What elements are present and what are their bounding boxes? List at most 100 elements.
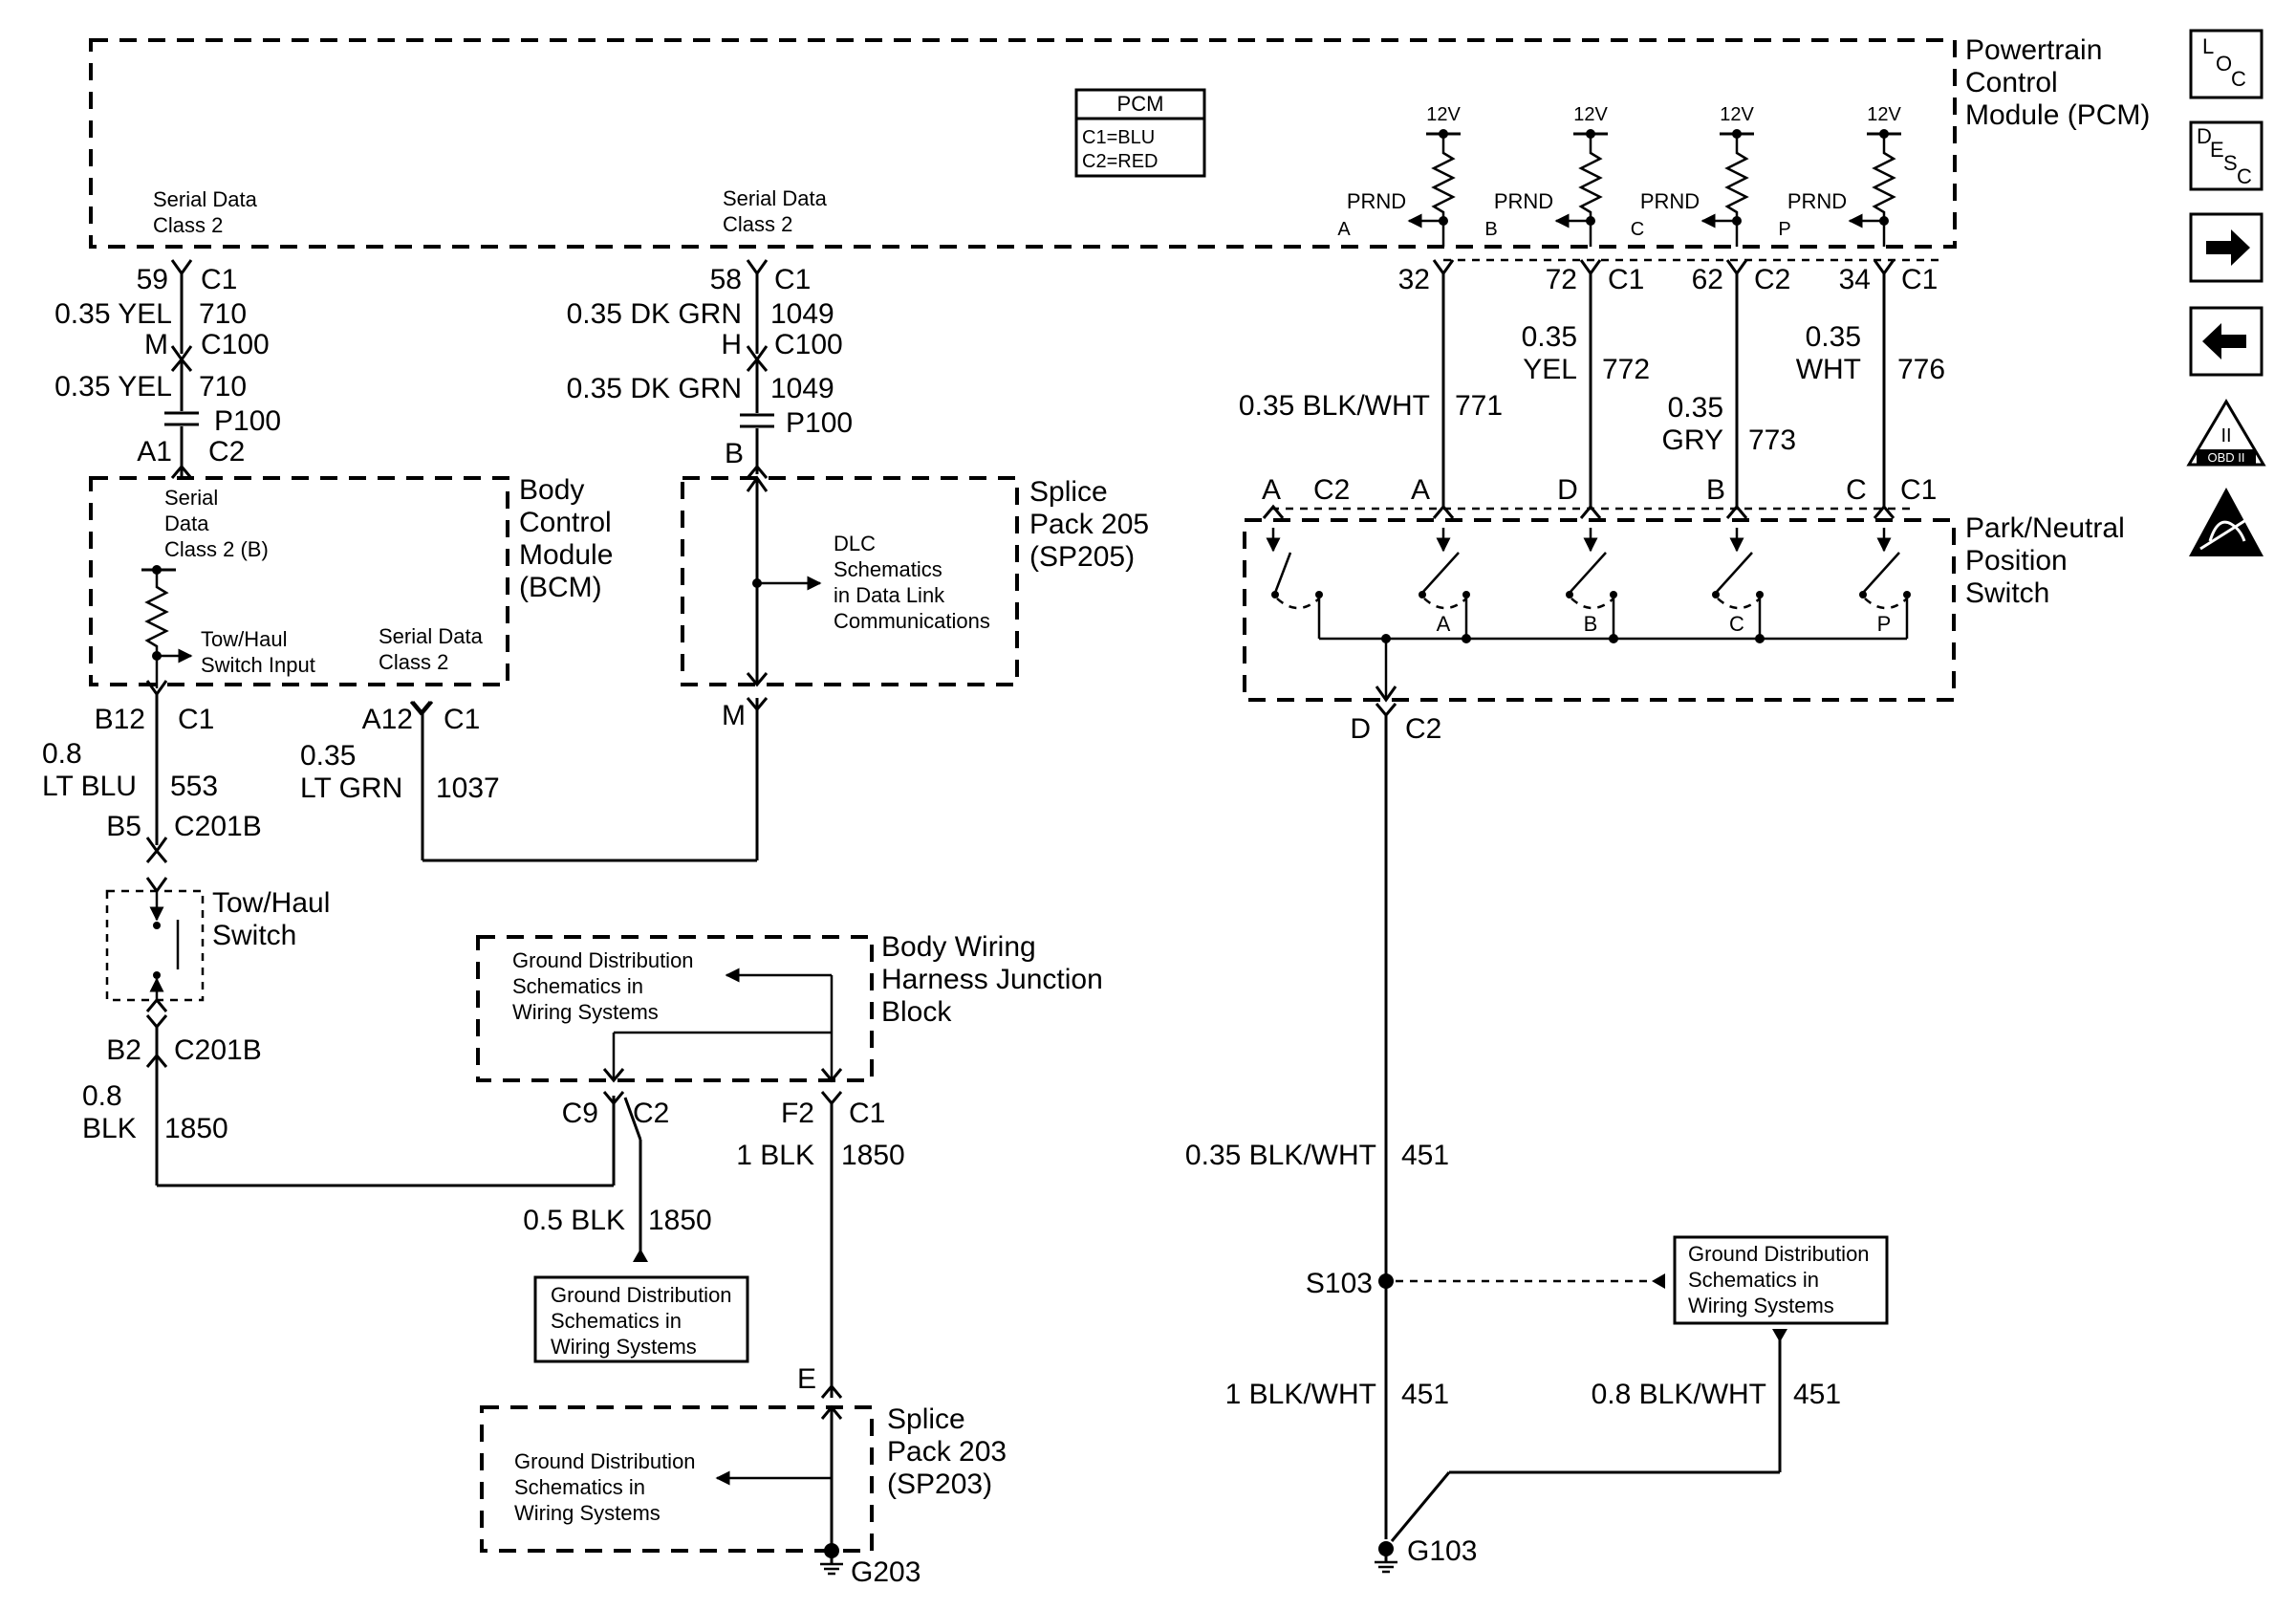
svg-text:PRND: PRND — [1787, 189, 1847, 213]
svg-text:Tow/Haul: Tow/Haul — [212, 887, 330, 919]
svg-text:A: A — [1337, 219, 1351, 240]
pcm-connector-legend: PCM C1=BLU C2=RED — [1074, 88, 1206, 178]
svg-text:0.8: 0.8 — [82, 1080, 122, 1112]
obd-ii-icon: II OBD II — [2186, 399, 2266, 467]
tow-haul-switch: Tow/Haul Switch — [105, 877, 330, 1030]
arrow-right-icon[interactable] — [2189, 212, 2264, 283]
prnd-input-b: 12V PRND B — [1484, 104, 1608, 247]
svg-text:C100: C100 — [201, 329, 270, 360]
svg-text:LT GRN: LT GRN — [300, 772, 402, 804]
svg-text:776: 776 — [1897, 354, 1945, 385]
body-wiring-junction-block: Body Wiring Harness Junction Block Groun… — [476, 931, 1103, 1083]
bcm-module: Body Control Module (BCM) Serial Data Cl… — [89, 474, 613, 716]
circuit-1037: A12 C1 0.35 LT GRN 1037 M — [300, 698, 759, 862]
splice-pack-205: Splice Pack 205 (SP205) DLC Schematics i… — [681, 475, 1149, 712]
svg-text:C: C — [1846, 474, 1867, 506]
svg-text:1 BLK/WHT: 1 BLK/WHT — [1225, 1379, 1376, 1410]
serial-data-1-line1: Serial Data — [153, 187, 258, 211]
circuit-1850-b2: B2 C201B 0.8 BLK 1850 — [82, 1027, 616, 1187]
svg-text:C1: C1 — [178, 704, 214, 735]
serial-data-2-line1: Serial Data — [723, 186, 828, 210]
pnp-contact-a: A — [1419, 504, 1470, 636]
svg-text:1049: 1049 — [770, 298, 834, 330]
park-neutral-position-switch: Park/Neutral Position Switch A B — [1243, 504, 2125, 703]
svg-text:S103: S103 — [1306, 1268, 1373, 1299]
svg-text:0.35 DK GRN: 0.35 DK GRN — [567, 298, 742, 330]
svg-text:C100: C100 — [774, 329, 843, 360]
svg-text:B5: B5 — [106, 811, 141, 842]
svg-text:Module: Module — [519, 539, 613, 571]
svg-text:Schematics in: Schematics in — [1688, 1268, 1819, 1292]
svg-text:Schematics in: Schematics in — [514, 1475, 645, 1499]
svg-text:E: E — [797, 1363, 816, 1395]
svg-text:62: 62 — [1692, 264, 1723, 295]
svg-text:451: 451 — [1401, 1379, 1449, 1410]
svg-text:(BCM): (BCM) — [519, 572, 602, 603]
svg-text:0.35 BLK/WHT: 0.35 BLK/WHT — [1239, 390, 1430, 422]
svg-text:D: D — [1557, 474, 1578, 506]
svg-text:A: A — [1437, 612, 1451, 636]
loc-icon[interactable]: L O C — [2189, 29, 2264, 99]
circuit-710: 59 C1 0.35 YEL 710 M C100 0.35 YEL 710 P… — [54, 259, 281, 479]
svg-text:773: 773 — [1748, 424, 1796, 456]
svg-text:Splice: Splice — [887, 1403, 965, 1435]
svg-text:0.35 BLK/WHT: 0.35 BLK/WHT — [1185, 1140, 1376, 1171]
svg-text:1850: 1850 — [841, 1140, 905, 1171]
svg-text:Pack 203: Pack 203 — [887, 1436, 1007, 1468]
pcm-module: Powertrain Control Module (PCM) PCM C1=B… — [89, 34, 2150, 249]
svg-text:451: 451 — [1401, 1140, 1449, 1171]
svg-text:Ground Distribution: Ground Distribution — [512, 948, 694, 972]
svg-text:in Data Link: in Data Link — [834, 583, 945, 607]
pcm-legend-c1: C1=BLU — [1082, 127, 1155, 148]
desc-icon[interactable]: D E S C — [2189, 120, 2264, 191]
svg-text:M: M — [144, 329, 168, 360]
svg-text:58: 58 — [710, 264, 742, 295]
svg-text:Ground Distribution: Ground Distribution — [551, 1283, 732, 1307]
svg-text:32: 32 — [1398, 264, 1430, 295]
esd-warning-icon — [2189, 488, 2264, 556]
svg-text:1850: 1850 — [164, 1113, 228, 1144]
circuit-1850-f2: F2 C1 1 BLK 1850 E — [736, 1091, 905, 1399]
svg-text:Body Wiring: Body Wiring — [881, 931, 1036, 963]
svg-text:C2: C2 — [1405, 713, 1441, 745]
svg-text:Switch: Switch — [1965, 577, 2049, 609]
pnp-contact-p: P — [1859, 504, 1911, 636]
svg-text:C2: C2 — [1754, 264, 1790, 295]
svg-text:34: 34 — [1839, 264, 1871, 295]
svg-text:B: B — [1706, 474, 1725, 506]
svg-text:C2: C2 — [208, 436, 245, 468]
svg-text:F2: F2 — [781, 1098, 814, 1129]
prnd-circuits: 32 0.35 BLK/WHT 771 72 C1 0.35 YEL 772 6… — [1239, 258, 1945, 511]
svg-text:P100: P100 — [786, 407, 853, 439]
svg-text:710: 710 — [199, 371, 247, 402]
svg-text:Class 2: Class 2 — [379, 650, 448, 674]
svg-text:C9: C9 — [562, 1098, 598, 1129]
svg-text:C1: C1 — [1901, 264, 1938, 295]
pcm-title-3: Module (PCM) — [1965, 99, 2150, 131]
svg-text:WHT: WHT — [1796, 354, 1861, 385]
svg-text:C1: C1 — [201, 264, 237, 295]
svg-text:Splice: Splice — [1029, 476, 1108, 508]
svg-text:C: C — [2237, 164, 2252, 188]
svg-text:1850: 1850 — [648, 1205, 712, 1236]
svg-text:C2: C2 — [1313, 474, 1350, 506]
arrow-left-icon[interactable] — [2189, 306, 2264, 377]
svg-text:PRND: PRND — [1640, 189, 1700, 213]
svg-text:C1: C1 — [1900, 474, 1937, 506]
svg-text:B: B — [1584, 612, 1598, 636]
svg-text:C1: C1 — [774, 264, 811, 295]
svg-text:0.35 YEL: 0.35 YEL — [54, 298, 172, 330]
svg-text:S: S — [2223, 151, 2238, 175]
svg-text:DLC: DLC — [834, 532, 876, 555]
svg-text:B: B — [725, 438, 744, 469]
svg-text:1049: 1049 — [770, 373, 834, 404]
svg-text:H: H — [721, 329, 742, 360]
svg-text:0.35 DK GRN: 0.35 DK GRN — [567, 373, 742, 404]
svg-text:0.5 BLK: 0.5 BLK — [523, 1205, 625, 1236]
svg-text:12V: 12V — [1573, 104, 1608, 125]
svg-text:OBD II: OBD II — [2207, 450, 2244, 465]
svg-text:Serial: Serial — [164, 486, 218, 510]
pnp-contact-b: B — [1566, 504, 1617, 636]
svg-text:C: C — [2231, 67, 2246, 91]
svg-text:12V: 12V — [1720, 104, 1754, 125]
